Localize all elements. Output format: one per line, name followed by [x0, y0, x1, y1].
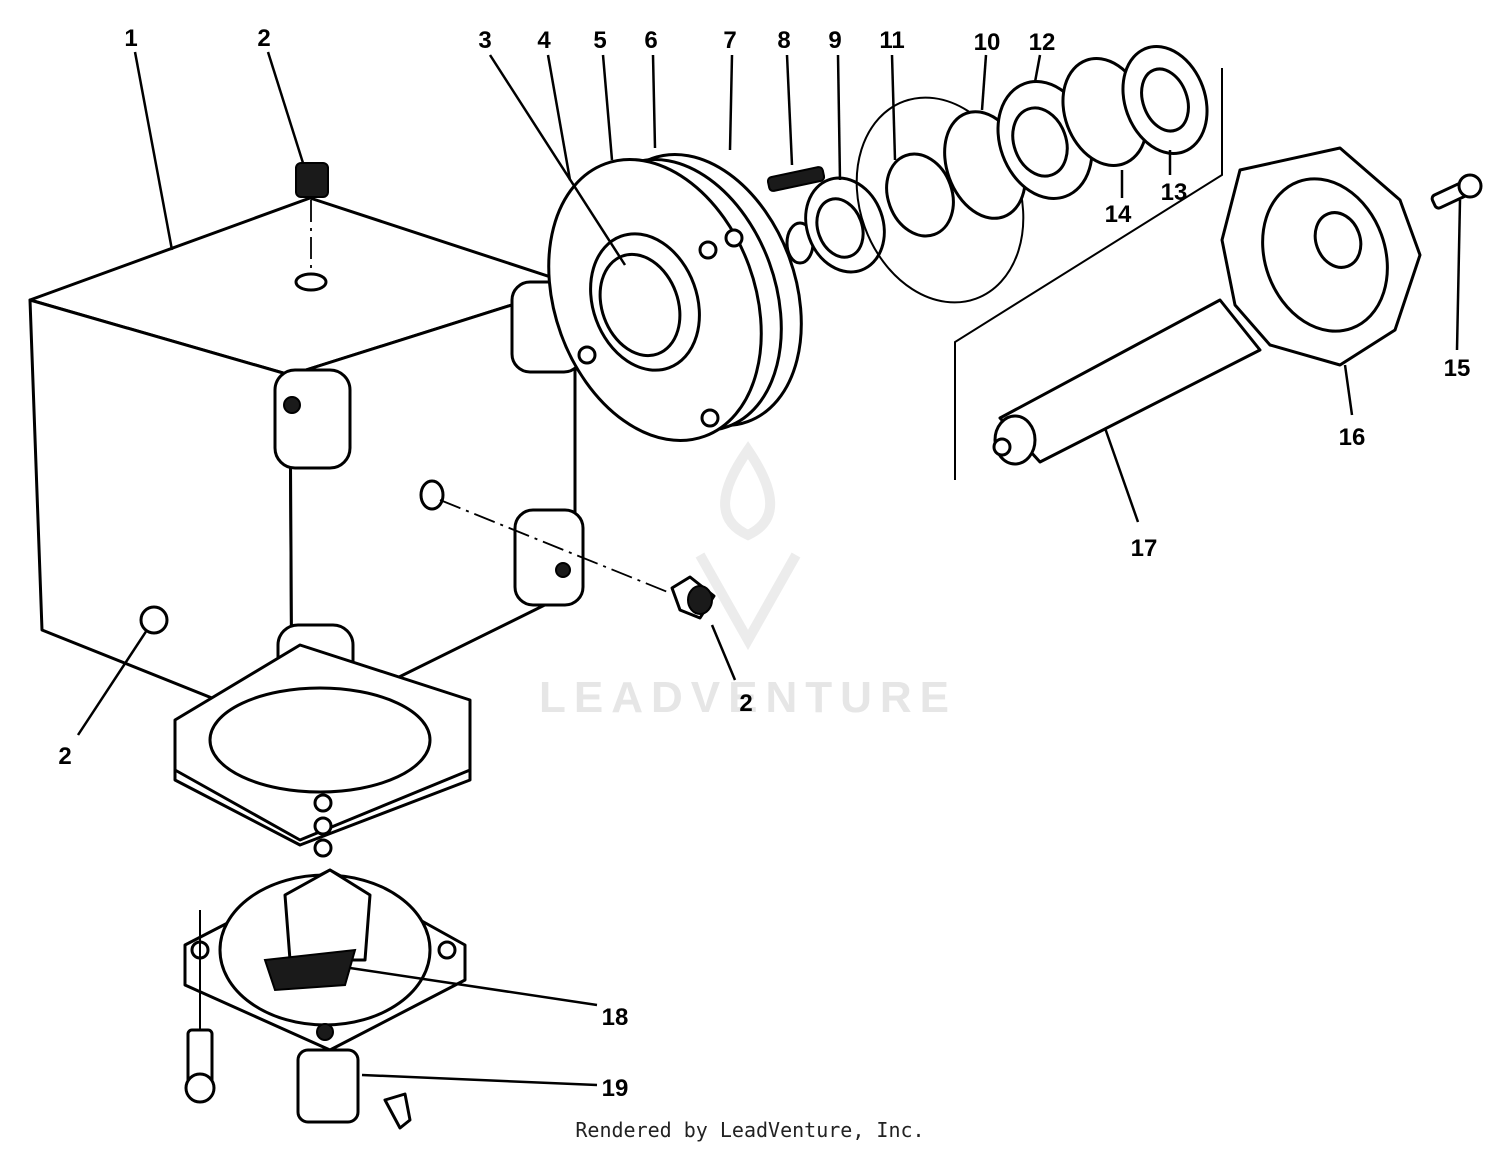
assembly-bracket-line — [954, 68, 1223, 480]
callout-6: 6 — [644, 27, 657, 54]
axis-line — [439, 499, 671, 594]
leader-17 — [1103, 427, 1140, 523]
oil-seal — [598, 252, 682, 358]
callout-8: 8 — [777, 27, 790, 54]
part-bottom-gaskets — [173, 643, 472, 858]
housing-plug-hole-top — [294, 272, 328, 292]
input-pinion-bearing — [283, 868, 372, 962]
leader-19 — [361, 1073, 598, 1087]
leader-9 — [836, 54, 842, 181]
flange-hole — [437, 940, 457, 960]
callout-12: 12 — [1029, 29, 1056, 56]
callout-2: 2 — [58, 743, 71, 770]
woodruff-key — [383, 1092, 412, 1130]
leader-8 — [785, 54, 794, 166]
callout-19: 19 — [602, 1075, 629, 1102]
gasket-hole — [313, 816, 333, 836]
leader-12 — [1033, 54, 1042, 83]
housing-corner-pad — [273, 368, 352, 470]
bottom-gasket-bore — [208, 686, 432, 794]
housing-corner-pad — [513, 508, 585, 607]
leader-16 — [1343, 364, 1354, 416]
seal-ring-bore — [1140, 67, 1190, 133]
housing-bolt-hole — [555, 562, 571, 578]
callout-11: 11 — [879, 27, 904, 54]
flange-hole — [698, 240, 718, 260]
spacer — [885, 152, 955, 238]
part-plugs — [295, 162, 716, 620]
render-credit: Rendered by LeadVenture, Inc. — [575, 1118, 925, 1142]
watermark-flame-icon — [720, 441, 776, 541]
part-input-assembly — [183, 868, 467, 1130]
housing-plug-hole-side — [419, 479, 445, 511]
pipe-plug-side-end — [687, 585, 713, 615]
leader-5 — [601, 54, 614, 161]
housing-left-face — [28, 298, 294, 732]
bolt-head — [184, 1072, 216, 1104]
callout-17: 17 — [1131, 535, 1158, 562]
callout-3: 3 — [478, 27, 491, 54]
part-output-assembly — [954, 68, 1483, 480]
housing-bolt-hole — [283, 396, 301, 414]
callout-18: 18 — [602, 1004, 629, 1031]
watermark-text: LEADVENTURE — [539, 673, 957, 722]
output-shaft-center — [992, 437, 1012, 457]
part-bearing-stack — [766, 45, 1209, 304]
callout-7: 7 — [723, 27, 736, 54]
leader-2b — [76, 629, 149, 736]
leader-6 — [651, 54, 657, 149]
leader-15 — [1455, 199, 1462, 351]
watermark: LEADVENTURE — [539, 441, 957, 722]
callout-2: 2 — [257, 25, 270, 52]
leader-3 — [488, 54, 627, 266]
input-shaft — [296, 1048, 360, 1124]
bearing-cup-bore — [1011, 106, 1069, 178]
cap-screw-head — [1457, 173, 1483, 199]
leader-11 — [890, 54, 897, 161]
leader-2c — [710, 624, 737, 681]
leader-1 — [133, 51, 174, 251]
callout-1: 1 — [124, 25, 137, 52]
callout-10: 10 — [974, 29, 1001, 56]
part-housing — [28, 196, 585, 732]
housing-plug-hole-front — [139, 605, 169, 635]
leader-2a — [266, 51, 305, 164]
leader-7 — [728, 54, 734, 151]
leader-10 — [980, 54, 988, 111]
gasket-hole — [313, 793, 333, 813]
key — [766, 166, 826, 192]
callout-15: 15 — [1444, 355, 1471, 382]
gasket-hole — [313, 838, 333, 858]
flange-hole — [577, 345, 597, 365]
output-shaft — [998, 298, 1262, 464]
callout-labels: 1 2 2 2 3 4 5 6 7 8 9 11 10 12 13 14 15 … — [58, 25, 1470, 1102]
leader-18 — [349, 966, 598, 1007]
watermark-v-icon — [695, 552, 801, 651]
callout-13: 13 — [1161, 179, 1188, 206]
flange-hole — [724, 228, 744, 248]
callout-16: 16 — [1339, 424, 1366, 451]
callout-4: 4 — [537, 27, 551, 54]
bearing-cone-bore — [815, 197, 865, 259]
callout-14: 14 — [1105, 201, 1132, 228]
end-cover-bore — [1313, 211, 1363, 269]
input-pinion-gear — [263, 948, 357, 992]
flange-hole — [316, 1023, 334, 1041]
leader-4 — [546, 54, 572, 181]
callout-2: 2 — [739, 690, 752, 717]
flange-hole — [700, 408, 720, 428]
callout-9: 9 — [828, 27, 841, 54]
leader-lines — [76, 51, 1462, 1087]
callout-5: 5 — [593, 27, 606, 54]
pipe-plug-top — [295, 162, 329, 198]
